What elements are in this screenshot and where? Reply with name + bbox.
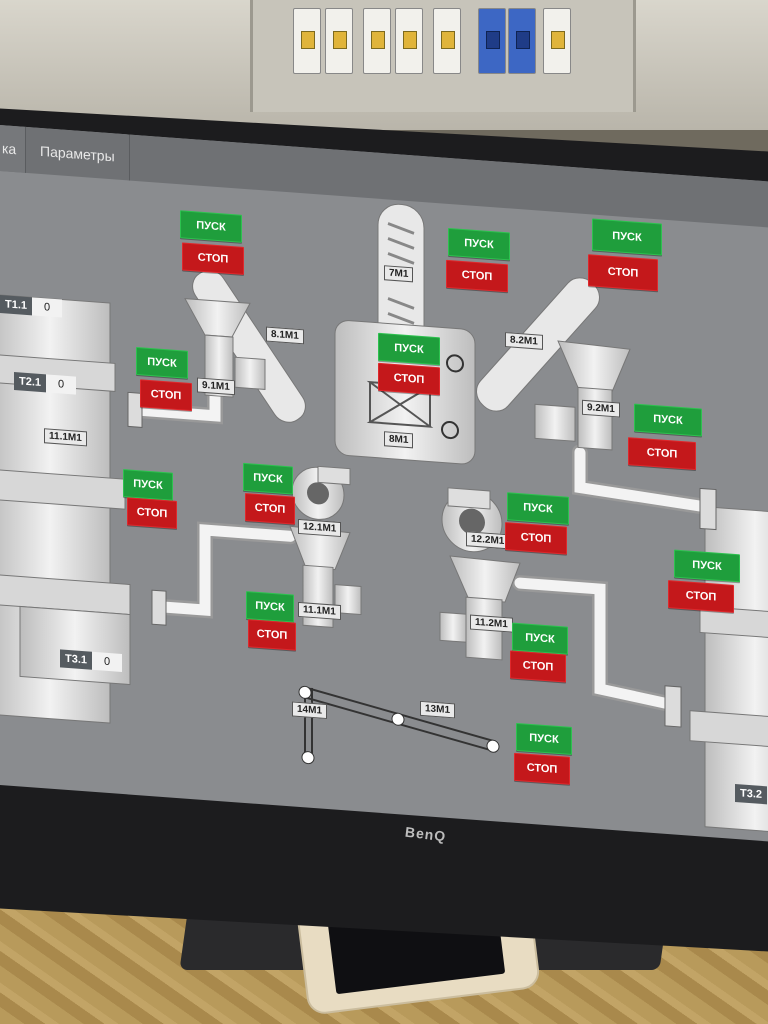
motor-tag-14m1: 14М1 [292, 701, 328, 720]
stop-button-9-1m1[interactable]: СТОП [140, 379, 192, 412]
circuit-breaker [433, 8, 461, 74]
tank-name: Т3.2 [735, 783, 768, 805]
hmi-screen: ка Параметры [0, 125, 768, 844]
stop-button-11-2m1[interactable]: СТОП [510, 650, 566, 683]
motor-tag-8-2m1: 8.2М1 [505, 332, 543, 350]
motor-tag-7m1: 7М1 [384, 265, 414, 283]
breaker-panel [250, 0, 636, 112]
belt-conveyor [298, 685, 500, 765]
terminal-block [478, 8, 506, 74]
motor-tag-11-1m1: 11.1М1 [298, 601, 341, 621]
motor-tag-11-2m1: 11.2М1 [470, 614, 513, 633]
start-button-13m1[interactable]: ПУСК [516, 722, 572, 756]
start-button-8m1[interactable]: ПУСК [378, 332, 440, 366]
tank-value: 0 [32, 297, 63, 318]
stop-button-8-2m1[interactable]: СТОП [588, 254, 658, 292]
terminal-block [508, 8, 536, 74]
motor-tag-8m1: 8М1 [384, 431, 414, 449]
process-diagram [0, 203, 768, 835]
tank-name: Т3.1 [60, 649, 93, 670]
tank-name: Т2.1 [14, 372, 47, 393]
stop-button-9-2m1[interactable]: СТОП [628, 437, 696, 471]
tank-value: 0 [46, 374, 77, 395]
start-button-8-2m1[interactable]: ПУСК [592, 218, 662, 256]
stop-button-t3-2[interactable]: СТОП [668, 580, 734, 613]
motor-tag-12-1m1: 12.1М1 [298, 518, 342, 538]
stop-button-8m1[interactable]: СТОП [378, 362, 440, 396]
stop-button-7m1[interactable]: СТОП [446, 259, 508, 293]
stop-button-11-1m1[interactable]: СТОП [248, 619, 296, 651]
tank-t3-2-indicator: Т3.2 [735, 783, 768, 805]
start-button-8-1m1[interactable]: ПУСК [180, 210, 242, 243]
motor-tag-9-1m1: 9.1М1 [197, 377, 235, 396]
start-button-11-2m1[interactable]: ПУСК [512, 622, 568, 655]
motor-tag-12-2m1: 12.2М1 [466, 531, 510, 550]
circuit-breaker [395, 8, 423, 74]
tank-value: 0 [92, 651, 123, 672]
motor-tag-9-2m1: 9.2М1 [582, 399, 620, 418]
circuit-breaker [543, 8, 571, 74]
tank-name: Т1.1 [0, 295, 33, 316]
start-button-7m1[interactable]: ПУСК [448, 227, 510, 261]
stop-button-12-1m1[interactable]: СТОП [245, 492, 295, 525]
motor-tag-13m1: 13М1 [420, 700, 456, 719]
motor-tag-11-1m1-left: 11.1М1 [44, 428, 87, 447]
start-button-t3-2[interactable]: ПУСК [674, 549, 740, 583]
start-button-12-1m1[interactable]: ПУСК [243, 462, 293, 495]
stop-button-8-1m1[interactable]: СТОП [182, 242, 244, 275]
motor-tag-8-1m1: 8.1М1 [266, 326, 304, 345]
start-button-11-1m1-left[interactable]: ПУСК [123, 469, 173, 501]
circuit-breaker [325, 8, 353, 74]
circuit-breaker [363, 8, 391, 74]
start-button-12-2m1[interactable]: ПУСК [507, 492, 569, 525]
stop-button-12-2m1[interactable]: СТОП [505, 522, 567, 555]
pipe-flanges [127, 391, 717, 728]
stop-button-11-1m1-left[interactable]: СТОП [127, 497, 177, 529]
circuit-breaker [293, 8, 321, 74]
electrical-cabinet [0, 0, 768, 130]
start-button-9-1m1[interactable]: ПУСК [136, 346, 188, 379]
start-button-11-1m1[interactable]: ПУСК [246, 591, 294, 623]
stop-button-13m1[interactable]: СТОП [514, 752, 570, 785]
start-button-9-2m1[interactable]: ПУСК [634, 403, 702, 437]
